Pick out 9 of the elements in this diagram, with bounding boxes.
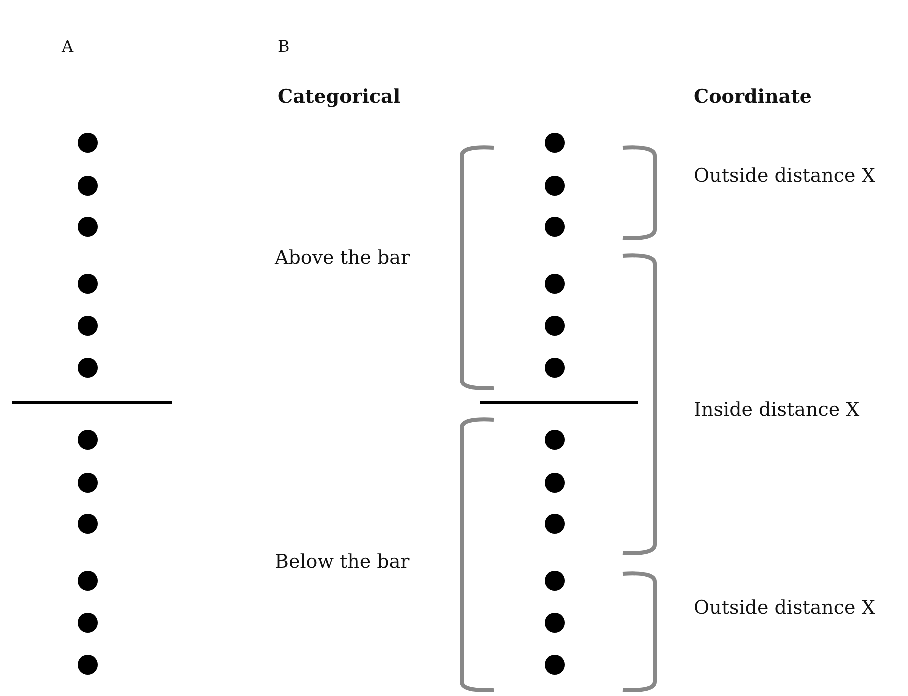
range-label: Outside distance X [694, 597, 876, 619]
category-label: Below the bar [275, 551, 410, 573]
panel-label: A [62, 36, 74, 58]
range-label: Inside distance X [694, 399, 860, 421]
column-heading: Coordinate [694, 86, 812, 108]
range-label: Outside distance X [694, 165, 876, 187]
panel-label: B [278, 36, 290, 58]
category-label: Above the bar [275, 247, 410, 269]
column-heading: Categorical [278, 86, 401, 108]
